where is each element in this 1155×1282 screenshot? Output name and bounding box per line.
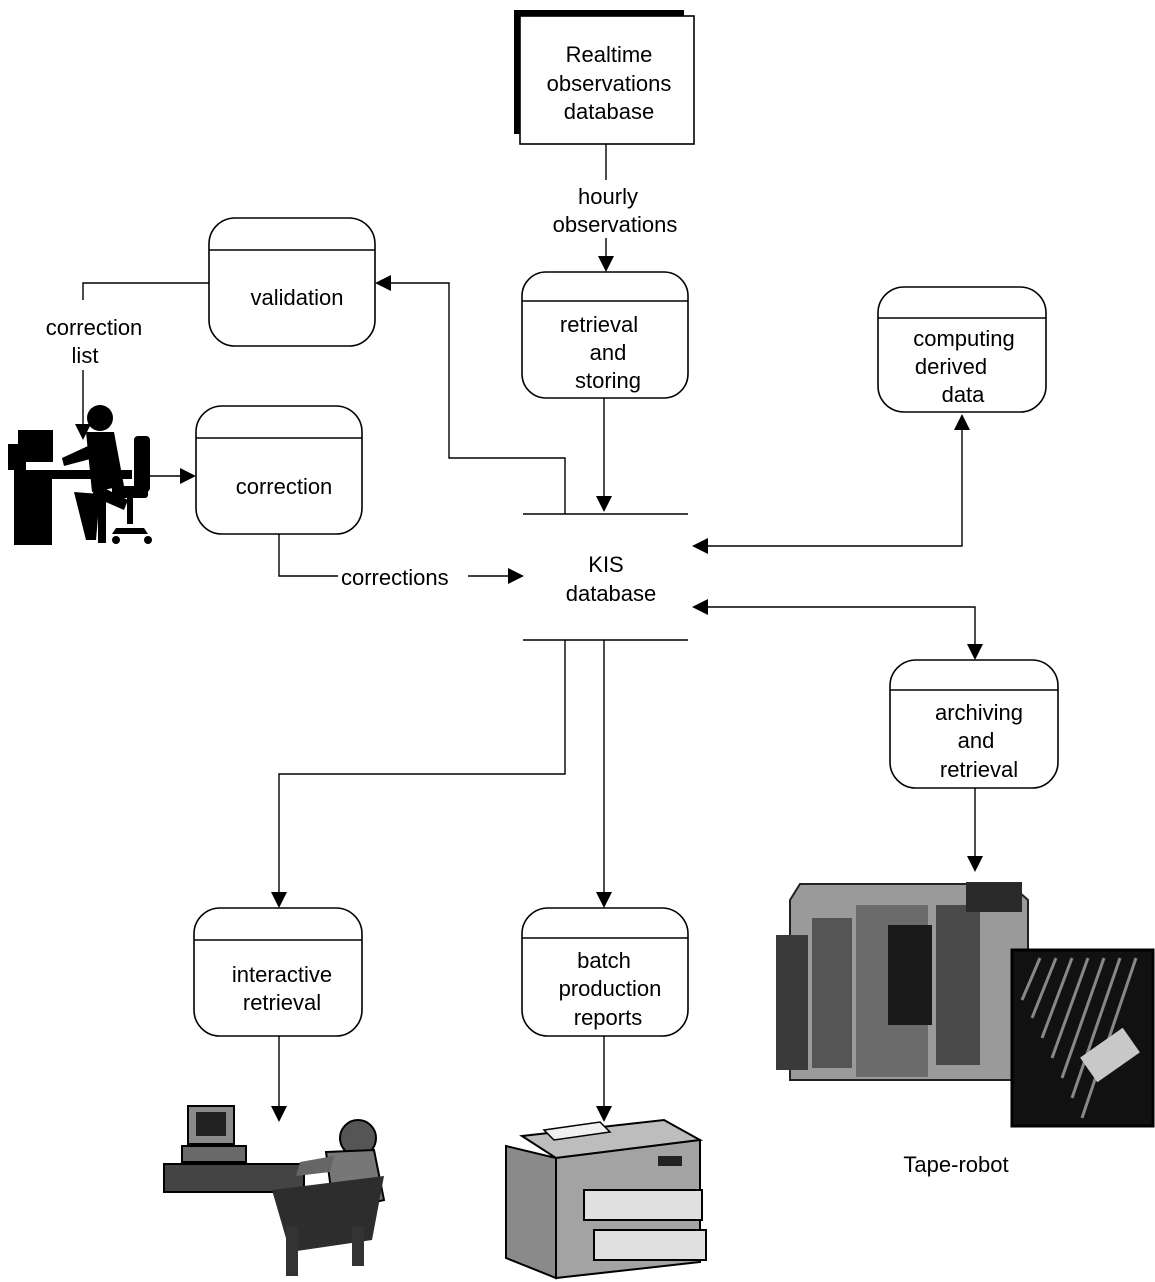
- interactive-label-2: retrieval: [243, 990, 321, 1015]
- flow-label-hourly-1: hourly: [578, 184, 638, 209]
- retrieval-label-1: retrieval: [560, 312, 638, 337]
- retrieval-label-2: and: [590, 340, 627, 365]
- kis-label-1: KIS: [588, 552, 623, 577]
- batch-label-3: reports: [574, 1005, 642, 1030]
- user-workstation-icon: [163, 1105, 386, 1276]
- process-batch-production-reports: batch production reports: [521, 907, 689, 1037]
- archiving-label-1: archiving: [935, 700, 1023, 725]
- flow-label-correction-list-1: correction: [46, 315, 143, 340]
- source-line-3: database: [564, 99, 655, 124]
- process-validation: validation: [208, 217, 376, 347]
- computing-label-1: computing: [913, 326, 1015, 351]
- process-archiving-and-retrieval: archiving and retrieval: [889, 659, 1059, 789]
- realtime-observations-database: Realtime observations database: [514, 10, 695, 145]
- kis-label-2: database: [566, 581, 657, 606]
- computing-label-2: derived: [915, 354, 987, 379]
- printer-icon: [505, 1118, 707, 1280]
- validation-label: validation: [251, 285, 344, 310]
- process-retrieval-and-storing: retrieval and storing: [521, 271, 689, 399]
- process-correction: correction: [195, 405, 363, 535]
- process-computing-derived-data: computing derived data: [877, 286, 1047, 413]
- flow-label-correction-list-2: list: [72, 343, 99, 368]
- computing-label-3: data: [942, 382, 986, 407]
- correction-label: correction: [236, 474, 333, 499]
- operator-workstation-icon: [8, 405, 152, 545]
- archiving-label-3: retrieval: [940, 757, 1018, 782]
- tape-robot-icon: [776, 882, 1155, 1128]
- archiving-label-2: and: [958, 728, 995, 753]
- process-interactive-retrieval: interactive retrieval: [193, 907, 363, 1037]
- kis-database-store: KIS database: [523, 513, 688, 641]
- source-line-2: observations: [547, 71, 672, 96]
- tape-robot-label: Tape-robot: [903, 1152, 1008, 1177]
- source-line-1: Realtime: [566, 42, 653, 67]
- flow-label-corrections: corrections: [341, 565, 449, 590]
- flow-label-hourly-2: observations: [553, 212, 678, 237]
- interactive-label-1: interactive: [232, 962, 332, 987]
- batch-label-1: batch: [577, 948, 631, 973]
- retrieval-label-3: storing: [575, 368, 641, 393]
- batch-label-2: production: [559, 976, 662, 1001]
